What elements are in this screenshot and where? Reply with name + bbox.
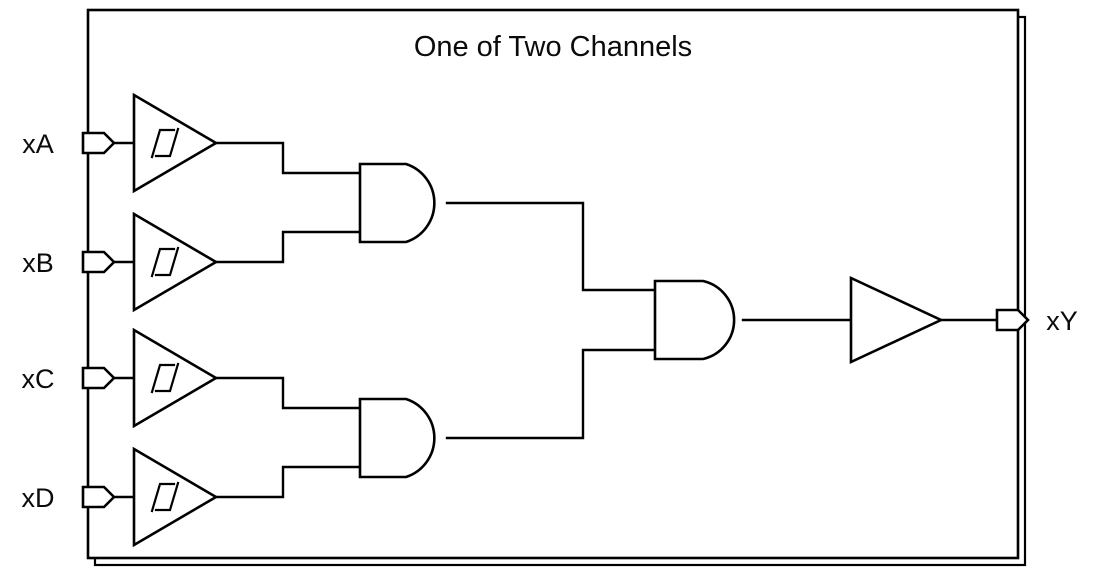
schmitt-trigger-buffer-xb[interactable]: [132, 211, 219, 313]
diagram-title: One of Two Channels: [414, 31, 692, 63]
and-gate-ab[interactable]: [358, 162, 436, 244]
input-label-xd: xD: [22, 483, 55, 513]
input-label-xc: xC: [22, 364, 55, 394]
wire-and-cd-to-and-final: [445, 348, 657, 440]
wire-xd-to-and-cd: [214, 465, 362, 499]
wire-xa-to-and-ab: [214, 141, 362, 175]
hysteresis-icon-xb: [150, 246, 180, 278]
hysteresis-icon-xc: [150, 362, 180, 394]
schmitt-trigger-buffer-xa[interactable]: [132, 92, 219, 194]
hysteresis-icon-xa: [150, 127, 180, 159]
schmitt-trigger-buffer-xd[interactable]: [132, 446, 219, 548]
wire-and-ab-to-and-final: [445, 201, 657, 292]
package-outline: [86, 8, 1020, 560]
schmitt-trigger-buffer-xc[interactable]: [132, 327, 219, 429]
wire-xc-to-and-cd: [214, 376, 362, 410]
input-pin-icon-xc[interactable]: [81, 366, 116, 390]
input-pin-icon-xa[interactable]: [81, 131, 116, 155]
and-gate-final[interactable]: [653, 279, 736, 361]
input-label-xb: xB: [22, 248, 54, 278]
hysteresis-icon-xd: [150, 481, 180, 513]
output-pin-icon-xy[interactable]: [995, 308, 1030, 332]
wire-xb-to-and-ab: [214, 230, 362, 264]
input-pin-icon-xb[interactable]: [81, 250, 116, 274]
output-label-xy: xY: [1046, 306, 1078, 336]
output-buffer[interactable]: [849, 275, 945, 365]
input-pin-icon-xd[interactable]: [81, 485, 116, 509]
and-gate-cd[interactable]: [358, 397, 436, 479]
input-label-xa: xA: [22, 129, 54, 159]
